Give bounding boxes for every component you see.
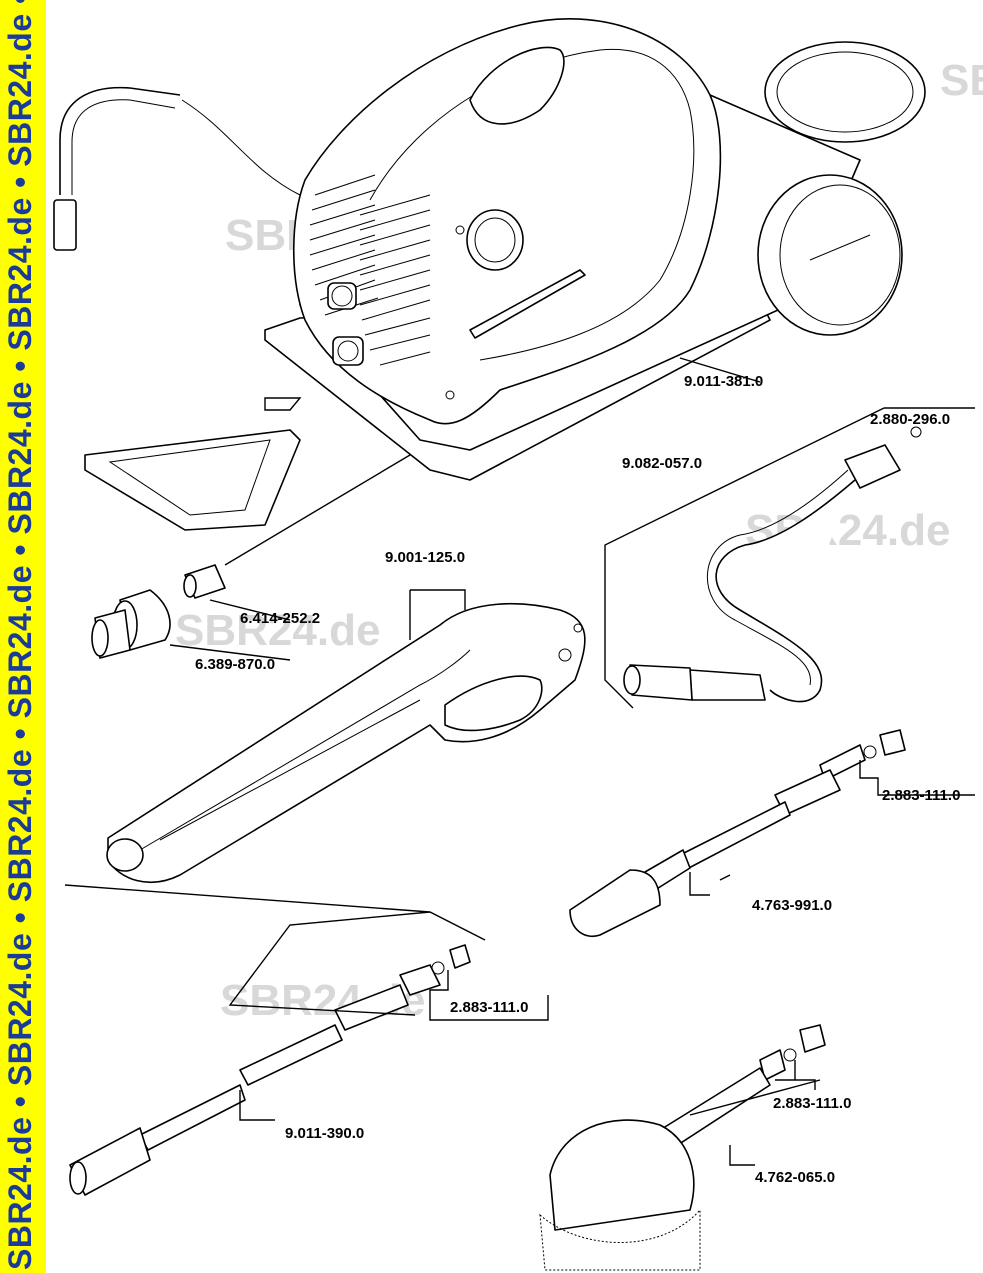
label-hp-hose: 9.082-057.0 bbox=[622, 455, 702, 472]
gun-bracket bbox=[409, 589, 466, 640]
dirt-blaster-lance bbox=[569, 729, 906, 937]
label-nozzle-set-a: 2.883-111.0 bbox=[882, 787, 960, 804]
spray-lance bbox=[69, 944, 471, 1196]
label-dirt-blaster-lance: 4.763-991.0 bbox=[752, 897, 832, 914]
suction-hose bbox=[59, 86, 181, 195]
high-pressure-hose bbox=[623, 426, 922, 703]
wash-brush bbox=[539, 1024, 826, 1271]
label-spray-lance: 9.011-390.0 bbox=[285, 1125, 364, 1142]
hose-bracket bbox=[604, 407, 885, 709]
pressure-washer-machine bbox=[264, 18, 926, 481]
label-wash-brush: 4.762-065.0 bbox=[755, 1169, 835, 1186]
label-nozzle-o-ring: 2.880-296.0 bbox=[870, 411, 950, 428]
label-nozzle-set-b: 2.883-111.0 bbox=[450, 999, 528, 1016]
watermark-3: SBR24.de bbox=[175, 606, 380, 655]
label-gun: 9.001-125.0 bbox=[385, 549, 465, 566]
suction-filter bbox=[53, 199, 77, 251]
label-connector-nipple: 6.414-252.2 bbox=[240, 610, 320, 627]
hose-coupling-parts bbox=[91, 564, 226, 659]
trigger-gun bbox=[106, 602, 586, 883]
label-garden-hose-coupling: 6.389-870.0 bbox=[195, 656, 275, 673]
watermark-5: SBR24.de bbox=[940, 56, 983, 105]
accessory-tray bbox=[84, 429, 301, 531]
side-band: SBR24.de • SBR24.de • SBR24.de • SBR24.d… bbox=[0, 0, 46, 1273]
label-machine: 9.011-381.0 bbox=[684, 373, 763, 390]
label-nozzle-set-c: 2.883-111.0 bbox=[773, 1095, 851, 1112]
